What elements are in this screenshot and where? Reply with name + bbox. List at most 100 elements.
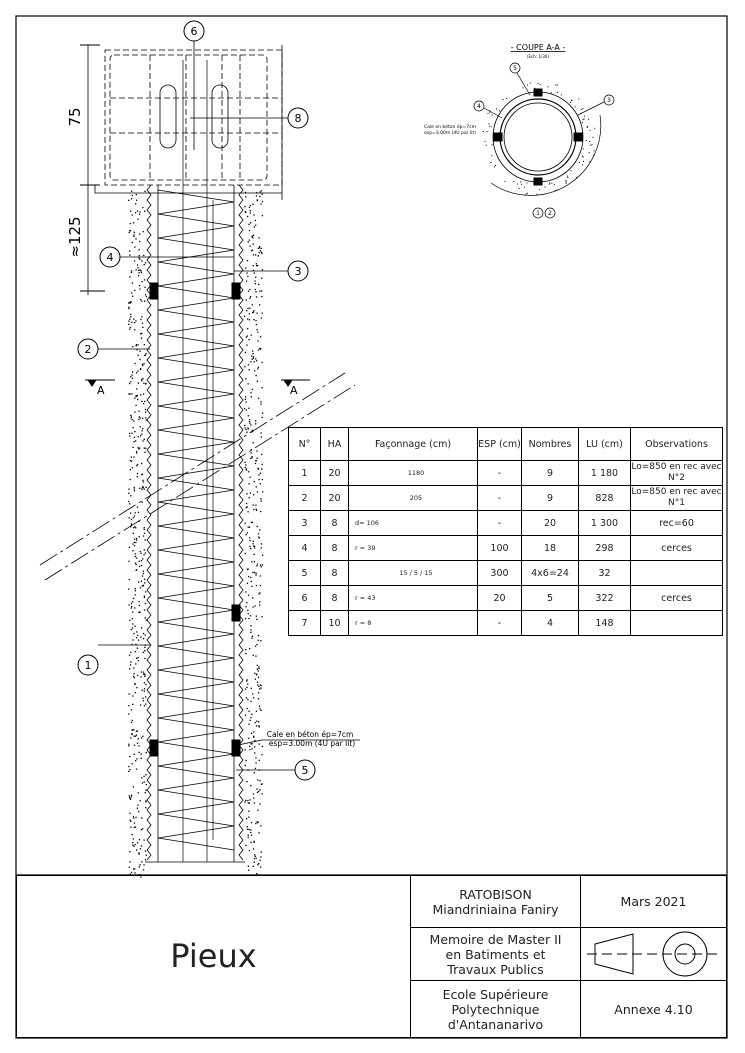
cell-n: 6 <box>288 585 321 611</box>
svg-text:6: 6 <box>191 25 198 38</box>
header-shape: Façonnage (cm) <box>348 427 478 461</box>
cell-lu: 322 <box>578 585 631 611</box>
soil-stipple <box>128 82 596 878</box>
author: RATOBISON Miandriniaina Faniry <box>410 875 581 928</box>
header-obs: Observations <box>630 427 723 461</box>
cell-ha: 8 <box>320 585 349 611</box>
header-esp: ESP (cm) <box>477 427 522 461</box>
cell-shape: r = 8 <box>348 610 478 636</box>
cell-esp: 20 <box>477 585 522 611</box>
drawing-title: Pieux <box>16 875 411 1038</box>
callout-3 <box>287 260 309 282</box>
svg-text:A: A <box>290 384 298 397</box>
svg-text:5: 5 <box>302 764 309 777</box>
pile-cap <box>104 49 283 186</box>
cell-shape: 1180 <box>348 460 478 486</box>
rebar-schedule-table: N° HA Façonnage (cm) ESP (cm) Nombres LU… <box>288 427 723 636</box>
cell-nb: 20 <box>521 510 579 536</box>
svg-text:3: 3 <box>607 97 611 104</box>
annex-number: Annexe 4.10 <box>580 980 727 1038</box>
header-count: Nombres <box>521 427 579 461</box>
cell-shape: 15 / 5 / 15 <box>348 560 478 586</box>
svg-text:5: 5 <box>513 65 517 72</box>
spacer-note-2: esp=3.00m (4U par lit) <box>269 739 355 748</box>
cell-obs: cerces <box>630 535 723 561</box>
cell-nb: 9 <box>521 460 579 486</box>
memoir: Memoire de Master II en Batiments et Tra… <box>410 927 581 981</box>
section-mark-left: A <box>85 379 115 397</box>
sheet-frame <box>15 15 728 1039</box>
svg-text:8: 8 <box>295 112 302 125</box>
svg-text:3: 3 <box>295 265 302 278</box>
dim-cap-height: 75 <box>66 107 84 126</box>
cell-lu: 1 300 <box>578 510 631 536</box>
callout-2 <box>77 338 99 360</box>
svg-text:4: 4 <box>107 251 114 264</box>
cell-obs: Lo=850 en rec avec N°1 <box>630 485 723 511</box>
date: Mars 2021 <box>580 875 727 928</box>
cell-nb: 4 <box>521 610 579 636</box>
svg-text:1: 1 <box>536 210 540 217</box>
first-angle-projection-icon <box>587 931 717 977</box>
cell-nb: 18 <box>521 535 579 561</box>
svg-text:A: A <box>97 384 105 397</box>
cell-ha: 20 <box>320 485 349 511</box>
section-a-a: - COUPE A-A - (Ech: 1/30) Cale en béton … <box>424 43 615 219</box>
cell-nb: 5 <box>521 585 579 611</box>
anchor-loop <box>159 84 177 149</box>
callout-8 <box>287 107 309 129</box>
cell-nb: 9 <box>521 485 579 511</box>
cell-esp: - <box>477 510 522 536</box>
cell-n: 4 <box>288 535 321 561</box>
cell-esp: 100 <box>477 535 522 561</box>
section-title: - COUPE A-A - <box>511 43 566 52</box>
table-header: N° HA Façonnage (cm) ESP (cm) Nombres LU… <box>288 427 723 461</box>
cell-shape: r = 43 <box>348 585 478 611</box>
cell-lu: 828 <box>578 485 631 511</box>
cell-obs <box>630 610 723 636</box>
cell-nb: 4x6=24 <box>521 560 579 586</box>
cell-obs: rec=60 <box>630 510 723 536</box>
svg-text:2: 2 <box>548 210 552 217</box>
cell-obs <box>630 560 723 586</box>
header-ha: HA <box>320 427 349 461</box>
cell-ha: 20 <box>320 460 349 486</box>
cell-shape: 205 <box>348 485 478 511</box>
pile-left-edge <box>146 184 152 861</box>
cell-lu: 148 <box>578 610 631 636</box>
header-lu: LU (cm) <box>578 427 631 461</box>
cell-esp: - <box>477 485 522 511</box>
cell-obs: cerces <box>630 585 723 611</box>
spiral-rebar <box>157 189 235 851</box>
section-spacer-note-2: esp=3.00m (4U par lit) <box>424 130 476 136</box>
pile-right-edge <box>238 184 244 861</box>
header-no: N° <box>288 427 321 461</box>
section-scale: (Ech: 1/30) <box>527 54 549 59</box>
cell-n: 5 <box>288 560 321 586</box>
cell-lu: 298 <box>578 535 631 561</box>
cell-n: 2 <box>288 485 321 511</box>
cell-lu: 32 <box>578 560 631 586</box>
anchor-loop <box>211 84 229 149</box>
cell-ha: 8 <box>320 560 349 586</box>
callout-5 <box>294 759 316 781</box>
cell-ha: 8 <box>320 535 349 561</box>
spacer-note: Cale en béton ép=7cm <box>267 730 354 739</box>
svg-text:4: 4 <box>477 103 481 110</box>
cell-shape: r = 39 <box>348 535 478 561</box>
svg-text:2: 2 <box>85 343 92 356</box>
school: Ecole Supérieure Polytechnique d'Antanan… <box>410 980 581 1038</box>
cell-shape: d= 106 <box>348 510 478 536</box>
callout-1 <box>77 654 99 676</box>
section-mark-right: A <box>281 379 310 397</box>
concrete-spacers <box>149 282 241 757</box>
cell-n: 3 <box>288 510 321 536</box>
